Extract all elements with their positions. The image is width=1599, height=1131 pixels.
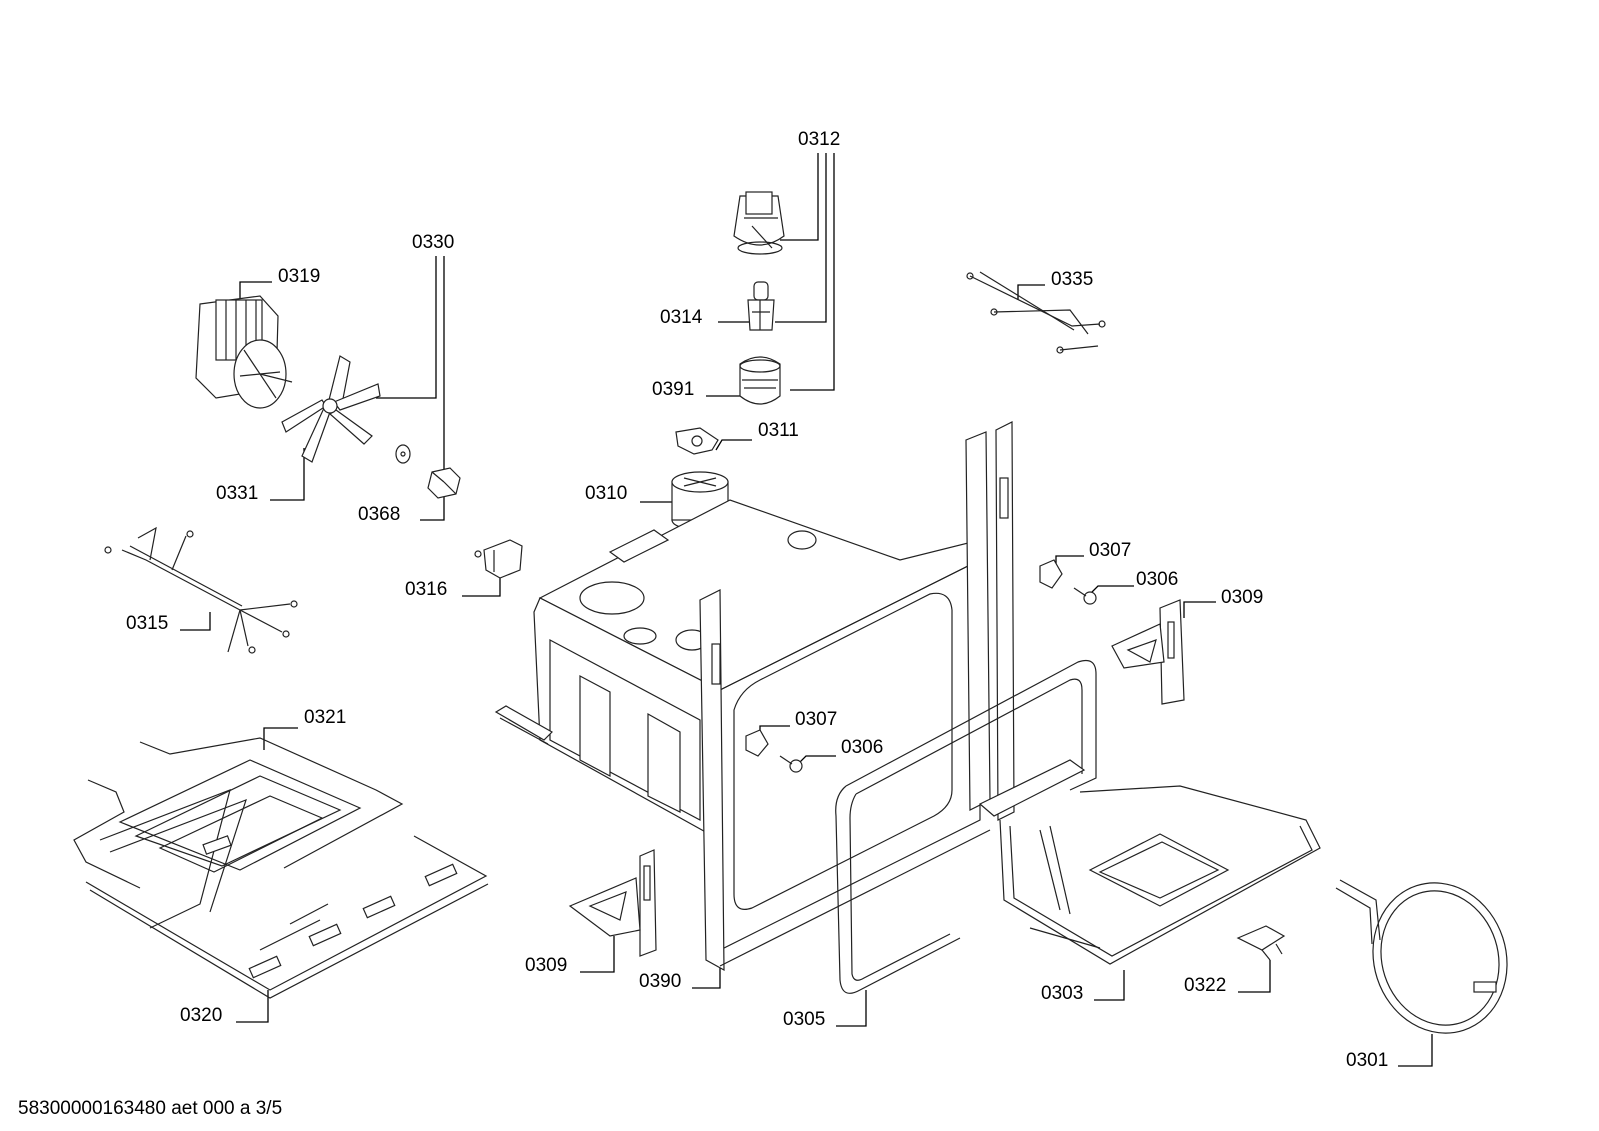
plug-0307-center-part	[745, 729, 769, 757]
oven-cavity-part	[494, 421, 1015, 972]
lamp-bulb-part	[747, 281, 775, 331]
label-0368: 0368	[358, 504, 400, 525]
fan-washer-part	[395, 444, 411, 464]
screw-0306-center-part	[779, 755, 803, 773]
label-0315: 0315	[126, 613, 168, 634]
lamp-housing-part	[733, 191, 785, 255]
lamp-clip-part	[675, 427, 719, 455]
label-0309-right: 0309	[1221, 587, 1263, 608]
top-heating-element-part	[73, 737, 404, 929]
label-0309-left: 0309	[525, 955, 567, 976]
label-0311: 0311	[758, 420, 799, 441]
wiring-harness-0315-part	[104, 526, 298, 654]
fan-motor-part	[195, 295, 293, 409]
wiring-harness-0335-part	[966, 271, 1106, 354]
small-bracket-0316-part	[474, 539, 523, 579]
side-bracket-right-part	[1111, 599, 1185, 705]
fan-nut-part	[427, 467, 461, 499]
label-0305: 0305	[783, 1009, 825, 1030]
lamp-cover-part	[739, 356, 781, 405]
label-0307-center: 0307	[795, 709, 837, 730]
label-0320: 0320	[180, 1005, 222, 1026]
oven-rack-tray-part	[85, 835, 489, 999]
grill-element-part	[978, 759, 1321, 965]
label-0303: 0303	[1041, 983, 1083, 1004]
fan-blade-part	[281, 355, 381, 463]
label-0335: 0335	[1051, 269, 1093, 290]
label-0316: 0316	[405, 579, 447, 600]
screw-0306-right-part	[1073, 587, 1097, 605]
label-0312: 0312	[798, 129, 840, 150]
label-0390: 0390	[639, 971, 681, 992]
label-0330: 0330	[412, 232, 454, 253]
label-0322: 0322	[1184, 975, 1226, 996]
clip-0322-part	[1236, 925, 1286, 961]
side-bracket-left-part	[568, 849, 657, 957]
label-0307-right: 0307	[1089, 540, 1131, 561]
label-0321: 0321	[304, 707, 346, 728]
label-0306-right: 0306	[1136, 569, 1178, 590]
label-0310: 0310	[585, 483, 627, 504]
label-0301: 0301	[1346, 1050, 1388, 1071]
plug-0307-right-part	[1039, 559, 1063, 589]
label-0314: 0314	[660, 307, 703, 328]
part-labels: 0312 0330 0319 0335 0314 0391 0311 0331 …	[126, 129, 1388, 1071]
ring-heating-element-part	[1335, 879, 1508, 1034]
label-0319: 0319	[278, 266, 320, 287]
door-frame-0305-part	[835, 659, 1097, 994]
label-0331: 0331	[216, 483, 258, 504]
document-reference: 58300000163480 aet 000 a 3/5	[18, 1098, 283, 1119]
label-0306-center: 0306	[841, 737, 883, 758]
label-0391: 0391	[652, 379, 694, 400]
